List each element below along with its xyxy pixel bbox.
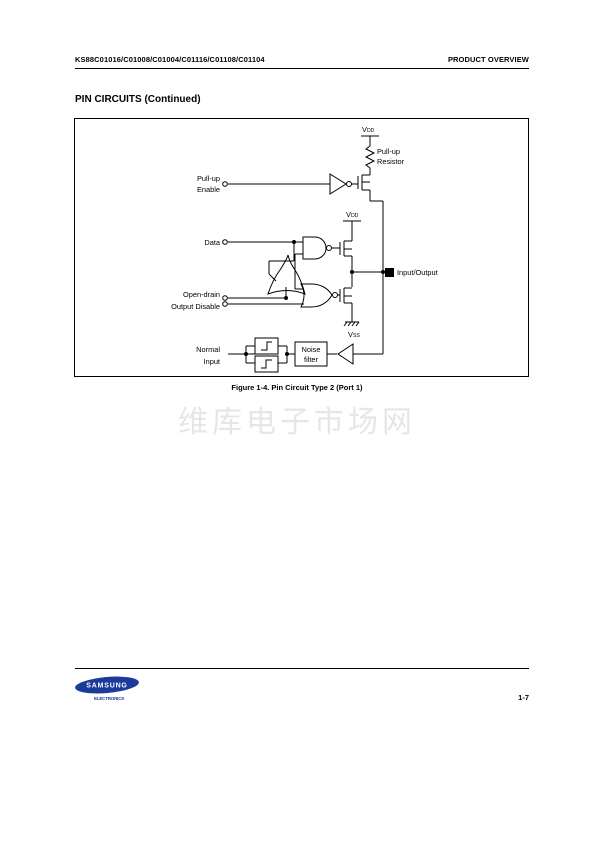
footer-electronics: ELECTRONICS — [94, 696, 125, 701]
vdd-top-label: VDD — [362, 125, 375, 134]
nand-gate — [302, 236, 327, 260]
logo-text: SAMSUNG — [86, 683, 127, 690]
open-drain-pin-1 — [222, 295, 228, 301]
pullup-resistor — [364, 145, 376, 169]
data-pin — [222, 239, 228, 245]
vss-label: VSS — [348, 330, 360, 339]
open-drain-label-2: Output Disable — [171, 302, 220, 311]
page-number: 1-7 — [518, 693, 529, 702]
schmitt-trigger-2 — [254, 355, 279, 373]
io-pad — [385, 268, 394, 277]
or-gate — [267, 254, 306, 295]
pullup-resistor-label-1: Pull-up — [377, 147, 400, 156]
pin-circuit-diagram: VDD Pull-up Resistor Pull-up Enable VDD … — [171, 125, 438, 373]
open-drain-pin-2 — [222, 301, 228, 307]
section-title: PIN CIRCUITS (Continued) — [75, 94, 201, 105]
pin-circuit-figure: VDD Pull-up Resistor Pull-up Enable VDD … — [74, 118, 529, 377]
header-rule — [75, 68, 529, 69]
header-section-name: PRODUCT OVERVIEW — [447, 55, 529, 64]
input-buffer — [337, 343, 354, 365]
header-document-title: KS88C01016/C01008/C01004/C01116/C01108/C… — [75, 55, 265, 64]
normal-input-label-2: Input — [204, 357, 220, 366]
pullup-enable-buffer — [329, 173, 347, 195]
open-drain-label-1: Open-drain — [183, 290, 220, 299]
vdd-mid-label: VDD — [346, 210, 359, 219]
data-label: Data — [204, 238, 221, 247]
figure-caption: Figure 1-4. Pin Circuit Type 2 (Port 1) — [231, 383, 363, 392]
samsung-logo: SAMSUNG — [75, 676, 139, 694]
pullup-resistor-label-2: Resistor — [377, 157, 405, 166]
io-label: Input/Output — [397, 268, 438, 277]
footer-rule — [75, 668, 529, 669]
pullup-enable-label-1: Pull-up — [197, 174, 220, 183]
watermark-text: 维库电子市场网 — [178, 405, 416, 440]
noise-filter-label-2: filter — [304, 355, 319, 364]
pullup-enable-pin — [222, 181, 228, 187]
nor-gate — [300, 283, 333, 308]
normal-input-label-1: Normal — [196, 345, 220, 354]
noise-filter-label-1: Noise — [302, 345, 321, 354]
pullup-enable-label-2: Enable — [197, 185, 220, 194]
